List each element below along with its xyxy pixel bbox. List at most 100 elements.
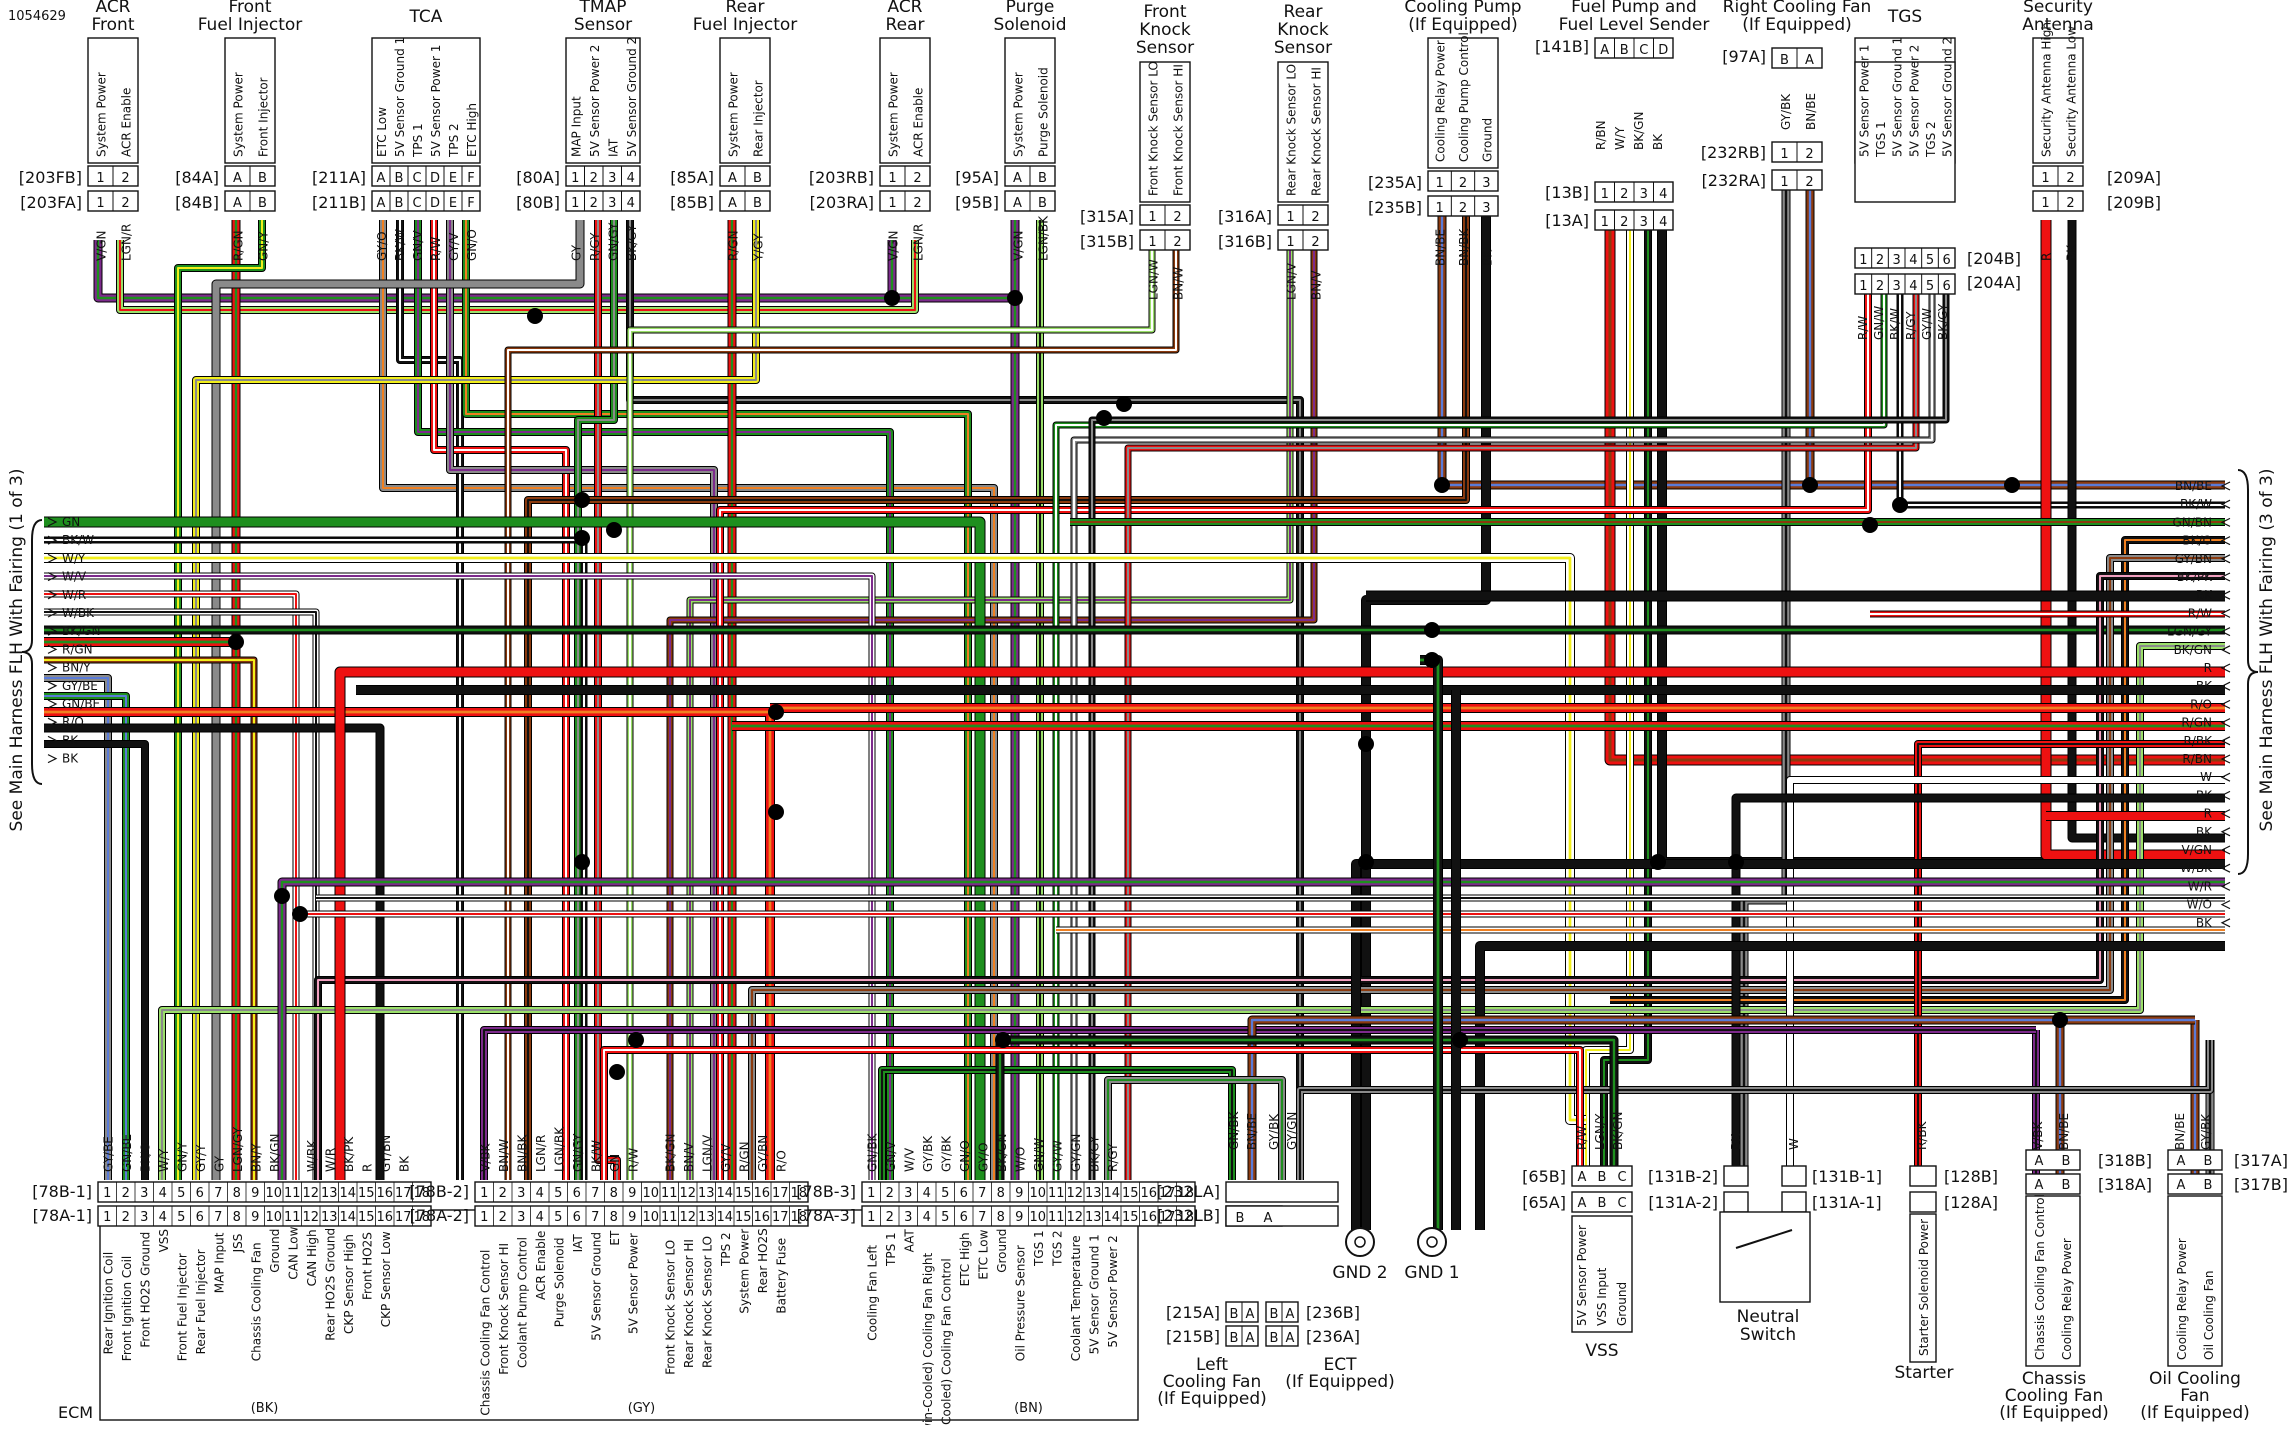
- connector-ref: [315A]: [1080, 207, 1134, 226]
- component-title: Fuel Pump and: [1571, 0, 1697, 17]
- connector-neutral-3: [1781, 1165, 1807, 1187]
- connector-starter: [1909, 1165, 1937, 1187]
- left-harness-wire: BN/Y: [62, 661, 91, 675]
- wire-label: GN/W: [1872, 306, 1886, 340]
- connector-front_fuel_injector-b-pin: B: [258, 196, 267, 211]
- ecm-pin-number: 7: [591, 1186, 599, 1201]
- component-title: Right Cooling Fan: [1723, 0, 1872, 17]
- component-title: Sensor: [1136, 38, 1194, 58]
- connector-ref: [203RB]: [809, 168, 874, 187]
- splice-node: [1424, 622, 1440, 638]
- connector-ref: [209B]: [2107, 193, 2161, 212]
- connector-front_knock-b-pin: 2: [1173, 235, 1181, 250]
- connector-tgs-2-pin: 6: [1943, 279, 1951, 294]
- component-title: Fuel Injector: [198, 15, 303, 35]
- component-title: TCA: [409, 7, 443, 27]
- ecm-pin-function: CAN High: [305, 1229, 319, 1286]
- component-title: Rear: [726, 0, 765, 17]
- pin-function-label: ETC High: [465, 103, 479, 157]
- connector-fuel_pump-pin: C: [1639, 43, 1648, 58]
- wire-label: V/GN: [95, 230, 109, 261]
- ecm-wire-label: BN/V: [682, 1142, 696, 1172]
- vss-pin: B: [1598, 1170, 1607, 1185]
- connector-cooling_pump-b: [1427, 195, 1499, 217]
- connector-ref: [84A]: [175, 168, 219, 187]
- ecm-pin-number: 17: [395, 1210, 412, 1225]
- wire-label: BN/W: [1172, 267, 1186, 300]
- right-harness-wire: BK/O: [2182, 534, 2212, 548]
- ecm-pin-number: 2: [886, 1210, 894, 1225]
- ecm-pin-number: 8: [233, 1186, 241, 1201]
- right-harness-wire: R/BK: [2184, 734, 2214, 748]
- harness-pin-marker: [2220, 790, 2231, 800]
- chassis-fan-pin-function: Chassis Cooling Fan Control: [2033, 1194, 2047, 1360]
- ecm-pin-number: 17: [1159, 1186, 1176, 1201]
- wire-label: V/GN: [887, 230, 901, 261]
- wire-label: GN/V: [411, 230, 425, 261]
- right-harness-wire: GN/BN: [2172, 515, 2212, 529]
- chassis-fan-title: (If Equipped): [1999, 1403, 2109, 1423]
- ecm-pin-number: 18: [790, 1210, 807, 1225]
- ecm-wire-label: GY/BN: [756, 1135, 770, 1172]
- ecm-wire-label: LGN/V: [700, 1134, 714, 1172]
- pin-function-label: TPS 1: [411, 123, 425, 158]
- connector-neutral-4: [1781, 1191, 1807, 1213]
- component-title: Front: [229, 0, 272, 17]
- right-harness-wire: W/BK: [2180, 861, 2213, 875]
- connector-tmap_sensor-b-pin: 1: [571, 196, 579, 211]
- wire-fuel-pump-power-tracer: [1608, 230, 2225, 762]
- wire-label: LGN/R: [120, 224, 134, 261]
- connector-fuel_pump-pin: B: [1620, 43, 1629, 58]
- wire-security-high: [2041, 220, 2225, 860]
- left-harness-wire: W/BK: [62, 606, 95, 620]
- ecm-wire-label: V/BK: [478, 1143, 492, 1172]
- connector-ref: [65B]: [1522, 1167, 1566, 1186]
- component-body-acr_front: [87, 37, 139, 164]
- connector-security_antenna-b-pin: 2: [2066, 196, 2074, 211]
- ecm-wire-label: GY/BE: [101, 1136, 115, 1172]
- bottom-wire-label: LGN/Y: [1593, 1113, 1607, 1150]
- right-harness-wire: BK/PK: [2177, 570, 2213, 584]
- connector-tca-pin: B: [395, 171, 404, 186]
- ecm-pin-number: 2: [886, 1186, 894, 1201]
- ecm-pin-number: 17: [1159, 1210, 1176, 1225]
- bottom-wire-label: BN/BE: [2057, 1113, 2071, 1150]
- ecm-pin-number: 7: [978, 1186, 986, 1201]
- right-harness-wire: R/O: [2190, 697, 2212, 711]
- ecm-pin-function: TPS 1: [884, 1232, 898, 1267]
- ecm-pin-number: 8: [233, 1210, 241, 1225]
- chassis-fan-body: [2025, 1195, 2081, 1367]
- wire-trunk-vgn-tracer: [280, 880, 2225, 1180]
- connector-security_antenna-pin: 1: [2041, 171, 2049, 186]
- ecm-pin-function: Front Knock Sensor LO: [663, 1240, 677, 1375]
- wire-fuel-bkgn-tracer: [1602, 230, 1650, 1166]
- connector-ect-pin: B: [1270, 1307, 1279, 1322]
- ecm-pin-number: 13: [321, 1186, 338, 1201]
- component-body-purge_solenoid: [1004, 37, 1056, 164]
- chassis-fan-pin: A: [2035, 1178, 2044, 1193]
- ecm-pin-number: 10: [1029, 1186, 1046, 1201]
- ecm-pin-number: 18: [413, 1210, 430, 1225]
- connector-ref: [211A]: [312, 168, 366, 187]
- ecm-pin-number: 15: [1122, 1186, 1139, 1201]
- splice-node: [609, 1064, 625, 1080]
- ecm-pin-function: Front Knock Sensor HI: [497, 1243, 511, 1375]
- connector-ref: [141B]: [1535, 37, 1589, 56]
- connector-ref: [315B]: [1080, 232, 1134, 251]
- ecm-pin-function: Coolant Pump Control: [515, 1237, 529, 1368]
- connector-ref: [95B]: [955, 193, 999, 212]
- connector-ref: [235A]: [1368, 173, 1422, 192]
- splice-node: [292, 906, 308, 922]
- ecm-pin-function: Coolant Temperature: [1069, 1235, 1083, 1361]
- connector-ref: [235B]: [1368, 198, 1422, 217]
- ecm-wire-label: BK/GN: [268, 1134, 282, 1172]
- connector-ect-b-pin: B: [1270, 1331, 1279, 1346]
- connector-ref: [128A]: [1944, 1193, 1998, 1212]
- ecm-pin-number: 13: [1085, 1186, 1102, 1201]
- component-title: Knock: [1277, 20, 1329, 40]
- pin-function-label: IAT: [606, 138, 620, 157]
- neutral-switch-body: [1719, 1211, 1811, 1303]
- ecm-pin-number: 18: [1177, 1210, 1194, 1225]
- component-body-tgs: [1854, 61, 1956, 203]
- ecm-pin-number: 17: [395, 1186, 412, 1201]
